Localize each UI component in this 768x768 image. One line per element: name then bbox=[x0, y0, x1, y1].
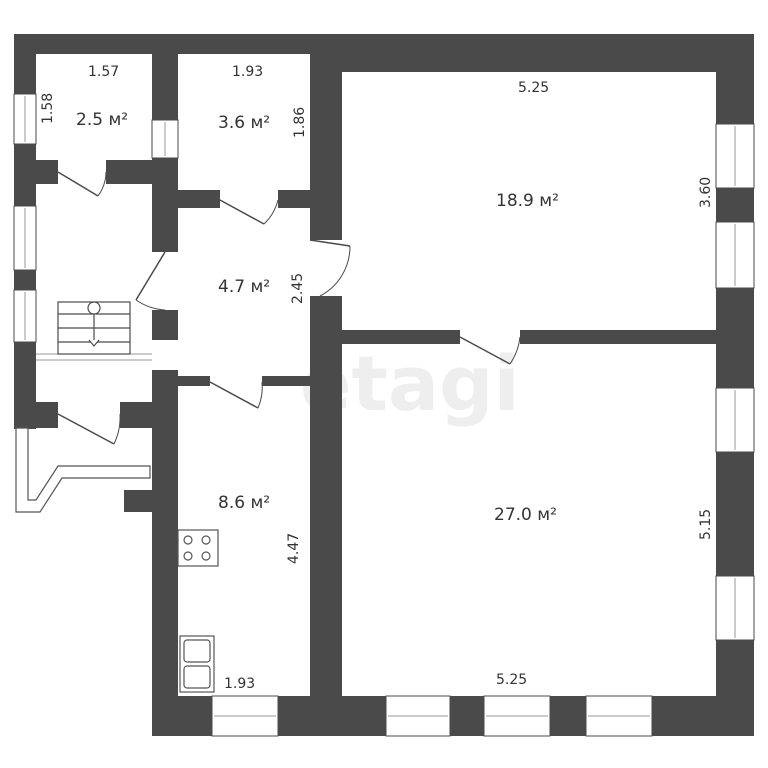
wc2-area: 3.6 м² bbox=[218, 113, 270, 133]
windows bbox=[13, 93, 755, 737]
kitchen-area: 8.6 м² bbox=[218, 493, 270, 513]
wall-room-divider bbox=[342, 330, 460, 344]
wall-column-divider-lower bbox=[152, 310, 178, 340]
sink bbox=[179, 635, 215, 693]
hall-height-label: 2.45 bbox=[290, 273, 306, 304]
wall-hall-bottom-right bbox=[262, 376, 310, 386]
balcony bbox=[15, 353, 152, 513]
doors bbox=[57, 171, 521, 445]
wall-main-partition-top bbox=[310, 54, 342, 240]
staircase bbox=[57, 301, 131, 355]
kitchen-height-label: 4.47 bbox=[286, 533, 302, 564]
wall-top-left bbox=[14, 34, 336, 54]
hall-area: 4.7 м² bbox=[218, 277, 270, 297]
room-top-width-label: 5.25 bbox=[518, 80, 549, 96]
stove bbox=[177, 529, 219, 567]
wall-wc1-bottom-right bbox=[106, 160, 152, 184]
wall-vestibule-bottom-right bbox=[120, 402, 152, 428]
wall-hall-bottom bbox=[178, 376, 210, 386]
room-bottom-area: 27.0 м² bbox=[494, 505, 557, 525]
wall-wc2-bottom bbox=[178, 190, 220, 208]
wall-vestibule-bottom bbox=[14, 402, 58, 428]
wall-main-partition-bottom bbox=[310, 296, 342, 736]
room-top-area: 18.9 м² bbox=[496, 191, 559, 211]
wc1-width-label: 1.57 bbox=[88, 64, 119, 80]
room-top-height-label: 3.60 bbox=[698, 177, 714, 208]
wc1-area: 2.5 м² bbox=[76, 110, 128, 130]
wall-wc1-bottom bbox=[36, 160, 58, 184]
wall-kitchen-left bbox=[152, 370, 178, 736]
wall-top-right bbox=[322, 34, 754, 72]
wc2-height-label: 1.86 bbox=[292, 107, 308, 138]
kitchen-width-label: 1.93 bbox=[224, 676, 255, 692]
wall-wc2-bottom-right bbox=[278, 190, 310, 208]
wc2-width-label: 1.93 bbox=[232, 64, 263, 80]
room-bottom-width-label: 5.25 bbox=[496, 672, 527, 688]
wall-balcony-stub bbox=[124, 490, 152, 512]
room-bottom-height-label: 5.15 bbox=[698, 509, 714, 540]
wc1-height-label: 1.58 bbox=[40, 93, 56, 124]
wall-room-divider-right bbox=[520, 330, 716, 344]
